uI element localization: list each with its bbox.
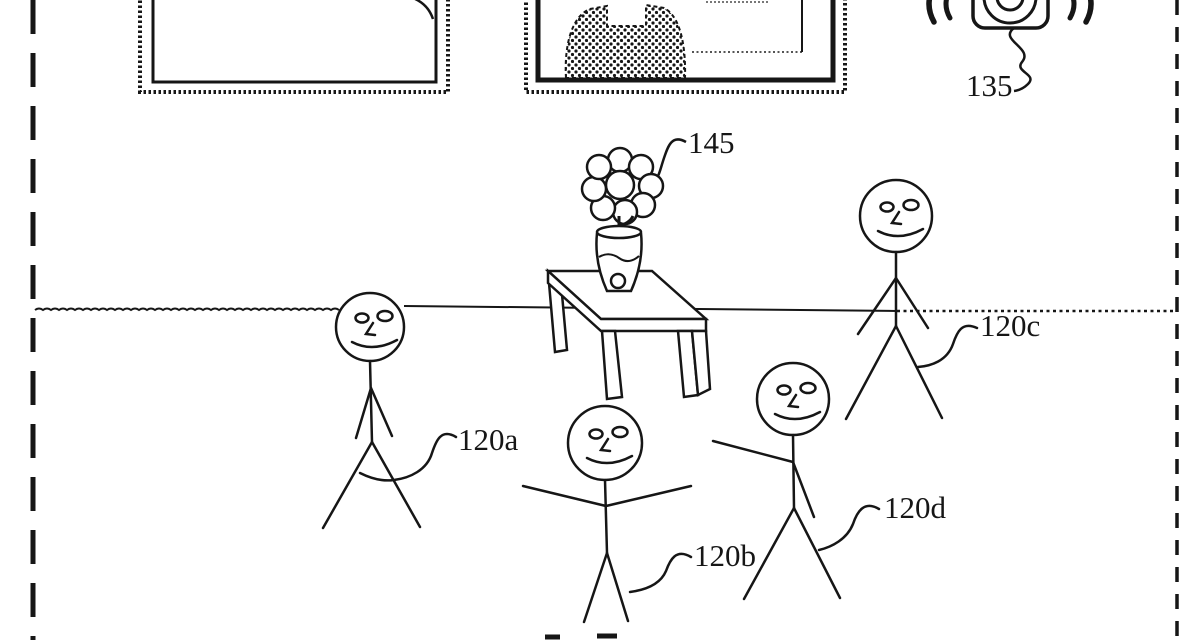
- label-120d: 120d: [884, 490, 947, 525]
- pot-rim: [595, 224, 643, 240]
- wall-line-wavy-segment: [34, 307, 340, 312]
- sound-wave-left-outer-icon: [926, 0, 937, 25]
- person-120b: [521, 404, 693, 624]
- leader-line-120c: [916, 324, 979, 369]
- nose: [598, 437, 612, 453]
- table-front-left-leg: [600, 329, 624, 401]
- smile: [773, 410, 822, 421]
- left-frame-inner-border: [151, 0, 438, 84]
- flower-blossom: [580, 146, 665, 226]
- body: [791, 433, 796, 510]
- arms: [354, 386, 394, 440]
- left-eye: [776, 384, 792, 396]
- legs: [321, 440, 422, 530]
- sound-wave-left-inner-icon: [943, 0, 953, 21]
- table-front-right-leg-side: [690, 329, 712, 397]
- nose: [889, 210, 903, 226]
- arms: [521, 484, 693, 508]
- left-eye: [354, 312, 370, 324]
- smile: [585, 454, 634, 465]
- leader-line-135: [1008, 27, 1032, 93]
- left-picture-frame: [138, 0, 450, 94]
- body: [603, 478, 609, 555]
- sound-wave-right-outer-icon: [1083, 0, 1094, 25]
- label-120a: 120a: [458, 422, 519, 457]
- legs: [742, 506, 842, 601]
- left-frame-picture-curve: [414, 0, 435, 20]
- cutoff-caption-marks: [545, 633, 617, 640]
- table: [544, 268, 712, 401]
- smile: [350, 338, 399, 349]
- leader-line-120d: [817, 504, 881, 552]
- left-eye: [588, 428, 604, 440]
- left-eye: [879, 201, 895, 213]
- label-145: 145: [688, 125, 735, 160]
- middle-picture-frame: [524, 0, 847, 94]
- right-eye: [799, 381, 817, 395]
- sound-wave-right-inner-icon: [1067, 0, 1077, 21]
- middle-frame-stippled-mound: [564, 3, 687, 79]
- speaker-inner-ring: [995, 0, 1025, 12]
- flower-pot: [580, 138, 687, 293]
- label-120c: 120c: [980, 308, 1040, 343]
- label-135: 135: [966, 68, 1013, 103]
- nose: [363, 321, 377, 337]
- right-eye: [902, 198, 920, 212]
- smile: [876, 227, 925, 238]
- arms: [711, 439, 816, 519]
- label-120b: 120b: [694, 538, 756, 573]
- flower-center: [604, 169, 636, 201]
- speaker-outer-ring: [982, 0, 1038, 25]
- pot-scallop-line: [598, 253, 640, 262]
- speaker-device: [926, 0, 1094, 93]
- person-120c: [844, 178, 979, 421]
- leader-line-145: [656, 138, 687, 177]
- pot-body: [595, 232, 643, 293]
- nose: [786, 393, 800, 409]
- arms: [856, 276, 930, 336]
- pot-hole: [609, 272, 627, 290]
- legs: [582, 551, 630, 624]
- person-120a: [321, 291, 458, 530]
- legs: [844, 324, 944, 421]
- leader-line-120a: [358, 432, 458, 482]
- leader-line-120b: [628, 552, 693, 594]
- person-120d: [711, 361, 881, 601]
- right-eye: [611, 425, 629, 439]
- body: [368, 359, 374, 444]
- speaker-body: [971, 0, 1050, 30]
- right-eye: [376, 309, 394, 323]
